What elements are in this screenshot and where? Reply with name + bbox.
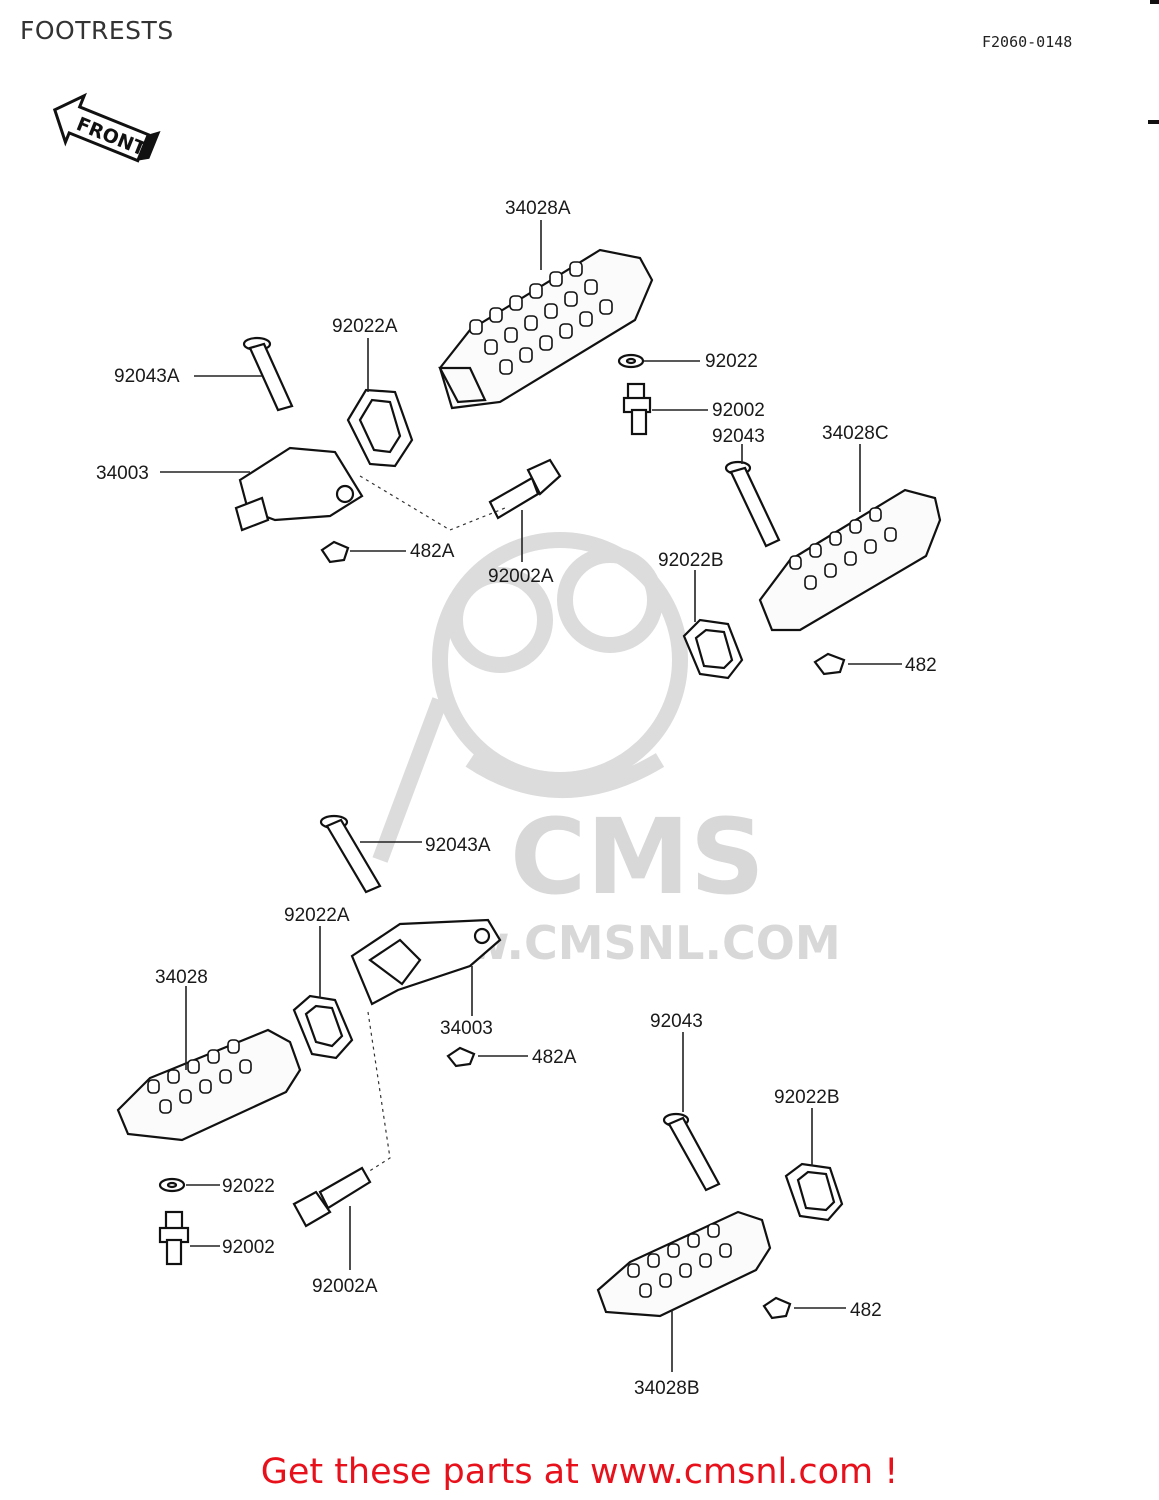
edge-mark [1148,120,1159,124]
callout-92002a-top: 92002A [488,566,554,587]
callout-92043a-bottom: 92043A [425,835,491,856]
spacer-92022a [346,388,414,468]
spacer-92022b-bottom [784,1162,844,1222]
clip-482-top [813,652,846,676]
bolt-92002a-bottom [292,1166,372,1228]
callout-92022b-bottom: 92022B [774,1087,840,1108]
stud-92002-bottom [158,1210,190,1266]
callout-482a-bottom: 482A [532,1047,577,1068]
pin-92043-top [724,460,781,548]
footpeg-34028 [116,1028,302,1142]
stud-92002-top [622,382,652,436]
callout-482a-top: 482A [410,541,455,562]
callout-92002-bottom: 92002 [222,1237,275,1258]
pin-92043a-bottom [319,814,382,894]
bolt-92002a-top [488,458,562,520]
footpeg-34028a [438,248,654,410]
callout-92022b-top: 92022B [658,550,724,571]
callout-92022a-top: 92022A [332,316,398,337]
washer-92022-top [617,353,645,369]
callout-92002a-bottom: 92002A [312,1276,378,1297]
callout-92022a-bottom: 92022A [284,905,350,926]
watermark-brand: CMS [510,796,765,918]
footpeg-34028c [758,488,942,632]
washer-92022-bottom [158,1177,186,1193]
callout-482-top: 482 [905,655,937,676]
clip-482a-bottom [446,1046,476,1068]
callout-34028b: 34028B [634,1378,700,1399]
spacer-92022b-top [682,618,744,680]
spacer-92022a-bottom [292,994,354,1060]
callout-34003-top: 34003 [96,463,149,484]
callout-34028: 34028 [155,967,208,988]
callout-92043a-top: 92043A [114,366,180,387]
callout-34028a: 34028A [505,198,571,219]
clip-482-bottom [762,1296,792,1320]
bracket-34003-bottom [350,918,502,1006]
callout-92043-bottom: 92043 [650,1011,703,1032]
watermark-mascot-icon [372,532,688,863]
page-title: FOOTRESTS [20,16,174,45]
callout-482-bottom: 482 [850,1300,882,1321]
callout-92043-top: 92043 [712,426,765,447]
callout-92002-top: 92002 [712,400,765,421]
footpeg-34028b [596,1210,772,1318]
pin-92043a-top [242,336,294,412]
figure-code: F2060-0148 [982,33,1073,51]
bracket-34003-top [234,446,364,532]
callout-92022-bottom: 92022 [222,1176,275,1197]
callout-34003-bottom: 34003 [440,1018,493,1039]
front-arrow-icon: FRONT [52,92,161,163]
callout-34028c: 34028C [822,423,889,444]
clip-482a-top [320,540,350,564]
footer-link-text[interactable]: Get these parts at www.cmsnl.com ! [260,1452,899,1492]
callout-92022-top: 92022 [705,351,758,372]
edge-mark [1150,0,1159,4]
pin-92043-bottom [662,1112,721,1192]
